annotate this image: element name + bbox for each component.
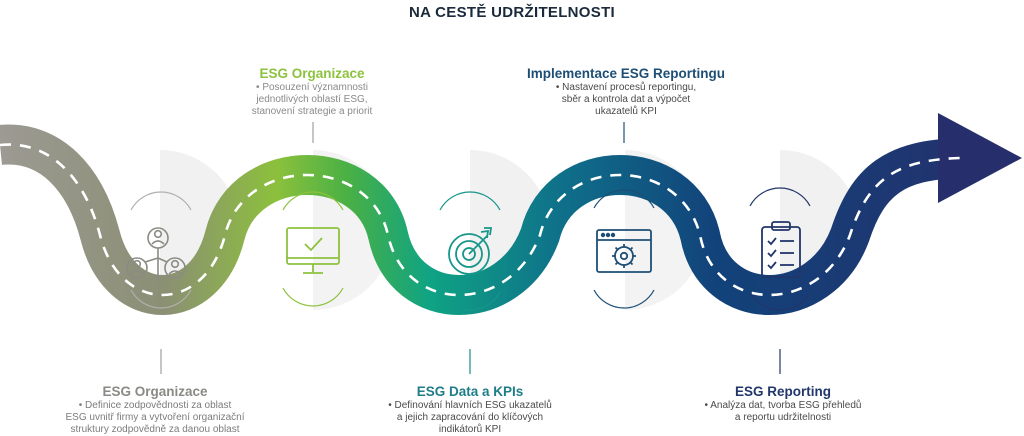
step-description-line: • Posouzení významnosti bbox=[256, 82, 368, 93]
step-description-line: sběr a kontrola dat a výpočet bbox=[561, 94, 691, 105]
step-1-esg-organizace: ESG Organizace • Definice zodpovědnosti … bbox=[40, 384, 270, 436]
step-heading: ESG Organizace bbox=[259, 66, 365, 81]
step-description-line: struktury zodpovědně za danou oblast bbox=[70, 424, 240, 435]
page-title: NA CESTĚ UDRŽITELNOSTI bbox=[408, 4, 616, 21]
step-description-line: stanovení strategie a priorit bbox=[251, 106, 373, 117]
step-heading: ESG Data a KPIs bbox=[416, 384, 524, 399]
step-heading: ESG Reporting bbox=[734, 384, 831, 399]
step-description-line: • Nastavení procesů reportingu, bbox=[555, 82, 697, 93]
people-network-icon bbox=[126, 227, 186, 282]
step-description-line: a jejich zapracování do klíčových bbox=[396, 412, 544, 423]
browser-gear-icon bbox=[596, 229, 652, 273]
road-centre-line bbox=[0, 143, 961, 297]
icon-ring-arcs bbox=[130, 187, 811, 311]
step-description-line: ukazatelů KPI bbox=[595, 106, 657, 117]
step-description-line: • Definování hlavních ESG ukazatelů bbox=[388, 400, 552, 411]
step-heading: Implementace ESG Reportingu bbox=[526, 66, 726, 81]
step-description-line: ESG uvnitř firmy a vytvoření organizační bbox=[65, 412, 245, 423]
connector-lines bbox=[160, 122, 781, 374]
monitor-check-icon bbox=[286, 227, 340, 274]
step-2-esg-organizace: ESG Organizace • Posouzení významnosti j… bbox=[222, 66, 402, 118]
step-description-line: • Definice zodpovědnosti za oblast bbox=[78, 400, 232, 411]
step-description-line: • Analýza dat, tvorba ESG přehledů bbox=[704, 400, 862, 411]
step-5-esg-reporting: ESG Reporting • Analýza dat, tvorba ESG … bbox=[678, 384, 888, 424]
clipboard-checklist-icon bbox=[761, 221, 801, 278]
step-3-esg-data-kpis: ESG Data a KPIs • Definování hlavních ES… bbox=[370, 384, 570, 436]
step-description-line: a reportu udržitelnosti bbox=[734, 412, 832, 423]
step-description-line: indikátorů KPI bbox=[438, 424, 502, 435]
step-heading: ESG Organizace bbox=[102, 384, 208, 399]
target-icon bbox=[448, 227, 493, 275]
step-description-line: jednotlivých oblastí ESG, bbox=[256, 94, 368, 105]
road-arrowhead bbox=[938, 113, 1022, 203]
step-4-implementace-esg-reportingu: Implementace ESG Reportingu • Nastavení … bbox=[520, 66, 732, 118]
